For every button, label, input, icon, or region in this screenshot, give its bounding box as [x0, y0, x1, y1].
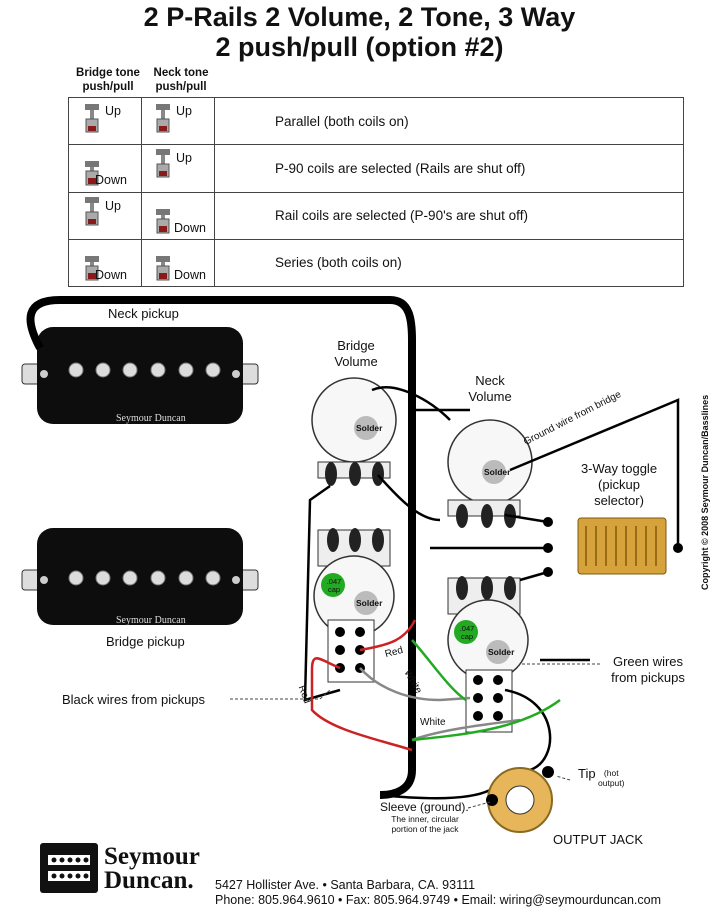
diagram-title: 2 P-Rails 2 Volume, 2 Tone, 3 Way	[143, 2, 576, 32]
pushpull-up-icon	[156, 149, 170, 178]
switch-states-table: Up Up Parallel (both coils on) Down Up P…	[68, 96, 684, 288]
red-wires	[310, 619, 417, 752]
neck-pickup-label: Neck pickup	[108, 306, 179, 321]
pushpull-up-icon	[85, 104, 99, 133]
pushpull-up-icon	[156, 104, 170, 133]
neck-volume-pot	[447, 419, 533, 528]
neck-switch-cell: Up	[141, 96, 215, 146]
footer-address: 5427 Hollister Ave. • Santa Barbara, CA.…	[215, 878, 476, 892]
neck-volume-label: Neck Volume	[468, 373, 512, 404]
white-wire-label: White	[420, 717, 446, 728]
switch-position-label: Down	[95, 173, 127, 188]
table-row: Down Down Series (both coils on)	[68, 238, 684, 288]
capacitor-label: .047 cap	[326, 577, 342, 594]
neck-tone-pot	[447, 576, 529, 681]
solder-label: Solder	[356, 598, 383, 608]
three-way-toggle	[543, 517, 683, 577]
bridge-volume-pot	[311, 377, 397, 486]
sleeve-sublabel: The inner, circular portion of the jack	[391, 814, 459, 834]
sleeve-label: Sleeve (ground).	[380, 800, 469, 814]
solder-label: Solder	[484, 467, 511, 477]
table-row: Up Down Rail coils are selected (P-90's …	[68, 191, 684, 240]
bridge-switch-cell: Down	[68, 144, 142, 193]
bridge-switch-cell: Down	[68, 238, 142, 288]
pushpull-down-icon	[156, 255, 170, 281]
green-wires-label: Green wires from pickups	[611, 654, 685, 685]
pushpull-up-icon	[85, 196, 99, 225]
tip-label: Tip	[578, 766, 596, 781]
bridge-pickup-brand: Seymour Duncan	[116, 615, 186, 626]
switch-position-label: Up	[176, 151, 192, 166]
pushpull-down-icon	[156, 208, 170, 233]
pointer-lines	[230, 663, 600, 809]
black-wires-label: Black wires from pickups	[62, 692, 206, 707]
neck-pickup-brand: Seymour Duncan	[116, 413, 186, 424]
bridge-pickup-label: Bridge pickup	[106, 634, 185, 649]
switch-position-label: Up	[105, 104, 121, 118]
switch-position-label: Down	[95, 267, 127, 282]
bridge-tone-pot	[313, 528, 395, 637]
pushpull-down-icon	[85, 255, 99, 281]
bridge-switch-cell: Up	[68, 191, 142, 240]
solder-label: Solder	[488, 647, 515, 657]
output-jack	[486, 766, 554, 833]
switch-position-label: Down	[174, 220, 206, 235]
green-wires	[411, 639, 561, 742]
state-description: Series (both coils on)	[214, 238, 684, 288]
pickup-cable-end	[379, 769, 416, 799]
copyright-text: Copyright © 2008 Seymour Duncan/Bassline…	[700, 394, 710, 590]
bridge-tone-header: Bridge tone push/pull	[76, 67, 140, 93]
bridge-pickup	[21, 528, 259, 625]
state-description: Rail coils are selected (P-90's are shut…	[214, 191, 684, 240]
neck-switch-cell: Down	[141, 238, 215, 288]
switch-position-label: Up	[176, 104, 192, 118]
black-wires	[303, 386, 680, 800]
switch-position-label: Up	[105, 198, 121, 213]
neck-switch-cell: Down	[141, 191, 215, 240]
capacitor-label: .047 cap	[459, 624, 475, 641]
bridge-pushpull-switch	[327, 619, 375, 683]
seymour-duncan-logo-icon	[40, 843, 98, 893]
neck-pickup	[21, 327, 259, 424]
footer-contact: Phone: 805.964.9610 • Fax: 805.964.9749 …	[215, 893, 662, 907]
diagram-subtitle: 2 push/pull (option #2)	[215, 32, 504, 62]
table-row: Down Up P-90 coils are selected (Rails a…	[68, 144, 684, 193]
brand-name: Seymour Duncan.	[104, 843, 200, 894]
bridge-volume-label: Bridge Volume	[334, 338, 378, 369]
neck-tone-header: Neck tone push/pull	[153, 67, 209, 93]
switch-position-label: Down	[174, 267, 206, 282]
white-wires	[359, 667, 521, 742]
pushpull-down-icon	[85, 161, 99, 186]
three-way-toggle-label: 3-Way toggle (pickup selector)	[580, 461, 658, 508]
pickup-cable	[26, 296, 416, 770]
solder-label: Solder	[356, 423, 383, 433]
output-jack-label: OUTPUT JACK	[553, 832, 644, 847]
tip-sublabel: (hot output)	[598, 768, 625, 788]
